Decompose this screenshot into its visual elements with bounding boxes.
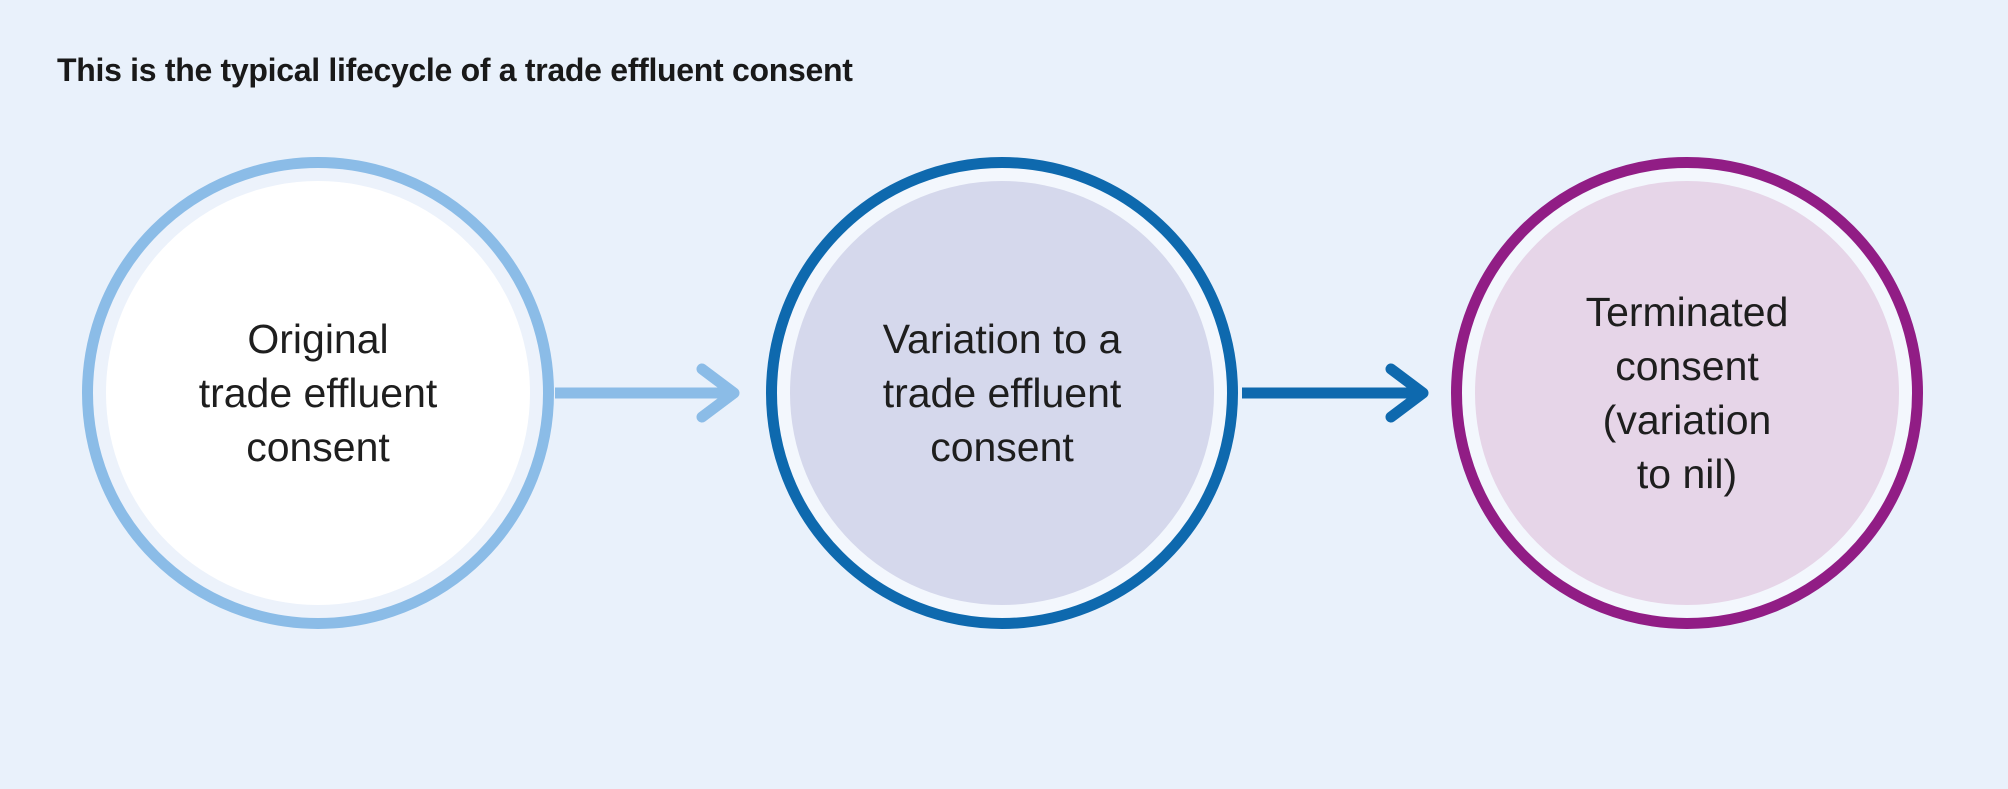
flow-arrow-2 xyxy=(1242,363,1429,423)
arrow-head-icon xyxy=(696,363,740,423)
stage-terminated-consent: Terminated consent (variation to nil) xyxy=(1451,157,1923,629)
stage-original-trade-effluent-consent: Original trade effluent consent xyxy=(82,157,554,629)
stage-inner-disc: Original trade effluent consent xyxy=(106,181,530,605)
arrow-head-icon xyxy=(1385,363,1429,423)
stage-inner-disc: Variation to a trade effluent consent xyxy=(790,181,1214,605)
stage-label: Variation to a trade effluent consent xyxy=(882,316,1122,470)
page-title: This is the typical lifecycle of a trade… xyxy=(57,52,853,88)
stage-inner-disc: Terminated consent (variation to nil) xyxy=(1475,181,1899,605)
stage-label: Terminated consent (variation to nil) xyxy=(1585,289,1789,497)
stage-label: Original trade effluent consent xyxy=(198,316,438,470)
stage-variation-to-trade-effluent-consent: Variation to a trade effluent consent xyxy=(766,157,1238,629)
flow-arrow-1 xyxy=(555,363,740,423)
